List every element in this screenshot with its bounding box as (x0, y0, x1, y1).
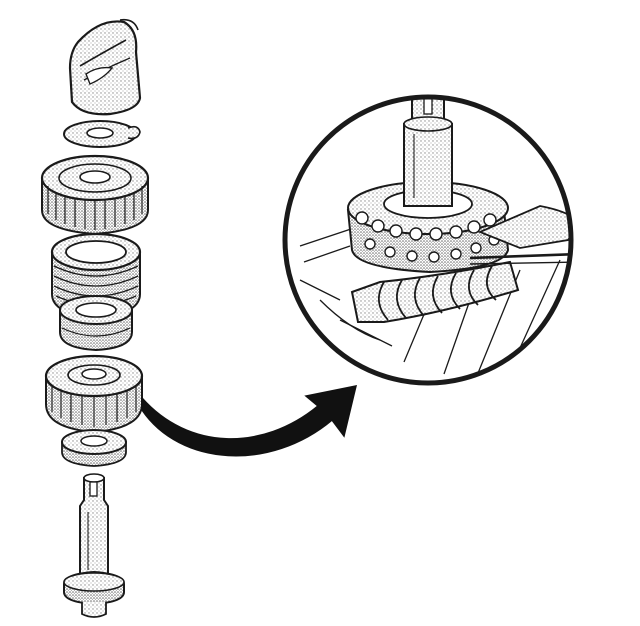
magnified-detail-icon (282, 94, 574, 386)
spur-gear-icon (44, 354, 144, 434)
spacer-ring-icon (59, 295, 133, 352)
spur-gear-icon (40, 154, 150, 236)
exploded-parts-stack (40, 18, 150, 618)
cam-cap-icon (68, 18, 142, 116)
shaft-icon (63, 473, 125, 618)
washer-icon (63, 120, 141, 148)
curved-arrow-icon (141, 385, 358, 457)
shaft-icon (403, 97, 453, 207)
washer-icon (61, 429, 127, 467)
worm-gear-icon (350, 260, 520, 323)
